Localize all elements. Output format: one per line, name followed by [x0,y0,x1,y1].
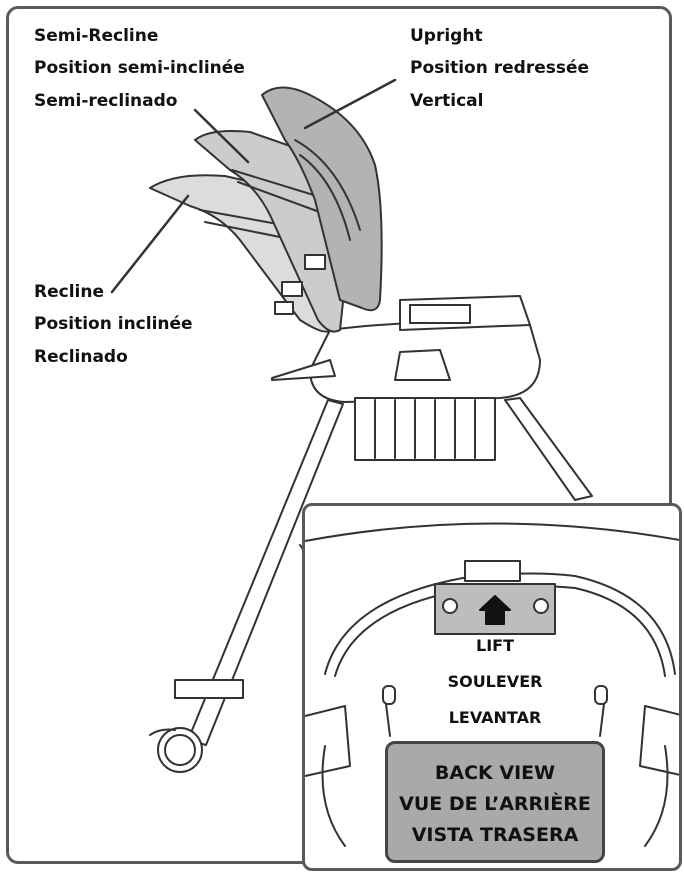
label-lift-fr: SOULEVER [447,672,543,691]
lift-arrow-icon [479,595,511,625]
rear-leg [504,397,593,501]
label-recline-es: Reclinado [34,346,128,367]
leader-semi-recline [193,108,250,164]
leader-upright [303,78,397,130]
back-view-label-box: BACK VIEW VUE DE L’ARRIÈRE VISTA TRASERA [385,741,605,863]
label-recline-fr: Position inclinée [34,314,193,335]
leader-recline [110,194,190,294]
label-lift-en: LIFT [476,636,514,655]
label-semi-recline-es: Semi-reclinado [34,90,178,111]
label-upright-fr: Position redressée [410,58,590,79]
label-upright: Upright Position redressée Vertical [410,26,589,123]
back-view-en: BACK VIEW [434,762,556,784]
label-semi-recline-en: Semi-Recline [34,26,159,46]
back-view-fr: VUE DE L’ARRIÈRE [399,793,591,815]
seat-mechanism [354,397,496,461]
label-semi-recline: Semi-Recline Position semi-inclinée Semi… [34,26,245,123]
back-view-illustration [305,522,679,847]
label-upright-es: Vertical [410,90,484,111]
label-lift-es: LEVANTAR [448,708,542,727]
label-recline: Recline Position inclinée Reclinado [34,282,193,379]
label-upright-en: Upright [410,26,483,46]
label-recline-en: Recline [34,282,104,302]
front-leg [187,399,344,746]
label-semi-recline-fr: Position semi-inclinée [34,58,245,79]
seat-back-upright [261,86,383,312]
back-view-es: VISTA TRASERA [411,824,579,846]
back-view-inset: LIFT SOULEVER LEVANTAR BACK VIEW VUE DE … [302,503,682,871]
